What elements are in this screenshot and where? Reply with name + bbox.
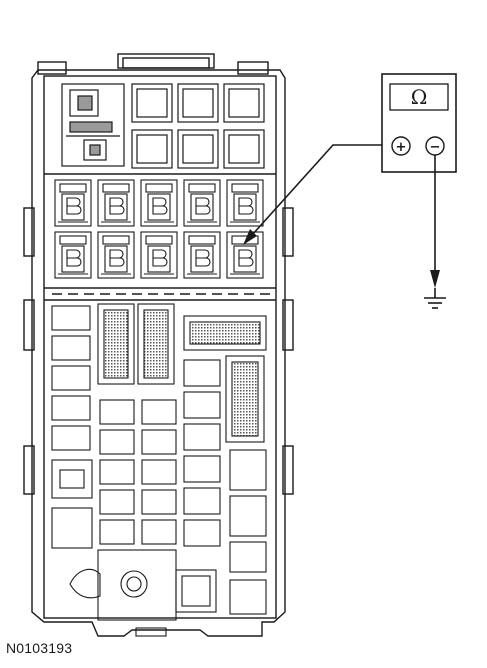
- ground-icon: [424, 288, 446, 309]
- connector-rows: [54, 179, 264, 279]
- connector: [226, 231, 264, 279]
- connector: [54, 179, 92, 227]
- negative-sign: −: [430, 140, 441, 155]
- top-left-module: [61, 83, 125, 167]
- connector: [140, 231, 178, 279]
- ohm-symbol: Ω: [411, 85, 428, 109]
- connector: [97, 179, 135, 227]
- lower-fuse-section: [51, 303, 267, 637]
- junction-box-housing: [23, 53, 294, 637]
- connector: [140, 179, 178, 227]
- positive-sign: +: [396, 140, 407, 155]
- connector: [97, 231, 135, 279]
- ohmmeter: Ω + −: [381, 73, 457, 173]
- ground-lead-arrow: [430, 270, 440, 288]
- connector: [54, 231, 92, 279]
- probe-tip-arrow: [243, 229, 257, 245]
- relay-grid: [131, 83, 265, 169]
- connector: [183, 231, 221, 279]
- meter-display: [389, 83, 449, 111]
- positive-terminal: [391, 136, 411, 156]
- probe-lead: [251, 144, 382, 236]
- connector: [226, 179, 264, 227]
- connector: [183, 179, 221, 227]
- figure-code: N0103193: [6, 640, 73, 656]
